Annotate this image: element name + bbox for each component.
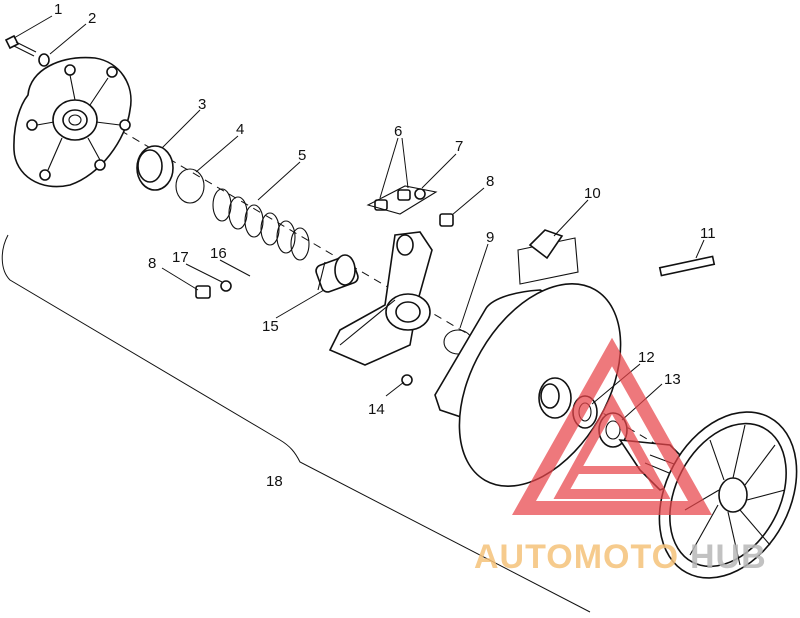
callout-3: 3 [198, 96, 206, 113]
callout-2: 2 [88, 10, 96, 27]
watermark-text-automoto: AUTOMOTO [474, 538, 679, 576]
bolt-part [4, 34, 37, 57]
callout-6: 6 [394, 123, 402, 140]
clutch-cover-part [13, 56, 132, 188]
small-washer-part [220, 280, 232, 292]
washer-part [38, 53, 50, 67]
callout-16: 16 [210, 245, 227, 262]
moveable-sheave-part [434, 283, 622, 487]
callout-4: 4 [236, 121, 244, 138]
leader-lines [13, 15, 705, 421]
callout-9: 9 [486, 229, 494, 246]
callout-1: 1 [54, 1, 62, 18]
shaft-pin-part [658, 255, 716, 277]
nut-part-left [195, 285, 211, 299]
roller-part [315, 254, 359, 293]
shim-part [517, 229, 579, 285]
callout-17: 17 [172, 249, 189, 266]
callout-10: 10 [584, 185, 601, 202]
callout-11: 11 [700, 225, 716, 242]
nut-part-right [439, 213, 454, 227]
pin-part [235, 267, 301, 283]
watermark-text-hub: HUB [690, 538, 767, 576]
spider-arm-part [328, 231, 433, 366]
spring-part [212, 188, 310, 261]
screw-part [401, 374, 413, 386]
automotohub-watermark: AUTOMOTO HUB [474, 337, 767, 576]
callout-14: 14 [368, 401, 385, 418]
callout-7: 7 [455, 138, 463, 155]
callout-15: 15 [262, 318, 279, 335]
callout-8-left: 8 [148, 255, 156, 272]
callout-18: 18 [266, 473, 283, 490]
hardware-part [366, 185, 438, 215]
callout-12: 12 [638, 349, 655, 366]
watermark-triangle-logo [512, 337, 712, 515]
bushing-part [136, 145, 174, 191]
assembly-bracket [1, 234, 591, 613]
callout-5: 5 [298, 147, 306, 164]
callout-13: 13 [664, 371, 681, 388]
callout-8-right: 8 [486, 173, 494, 190]
snap-ring-part [175, 168, 205, 204]
